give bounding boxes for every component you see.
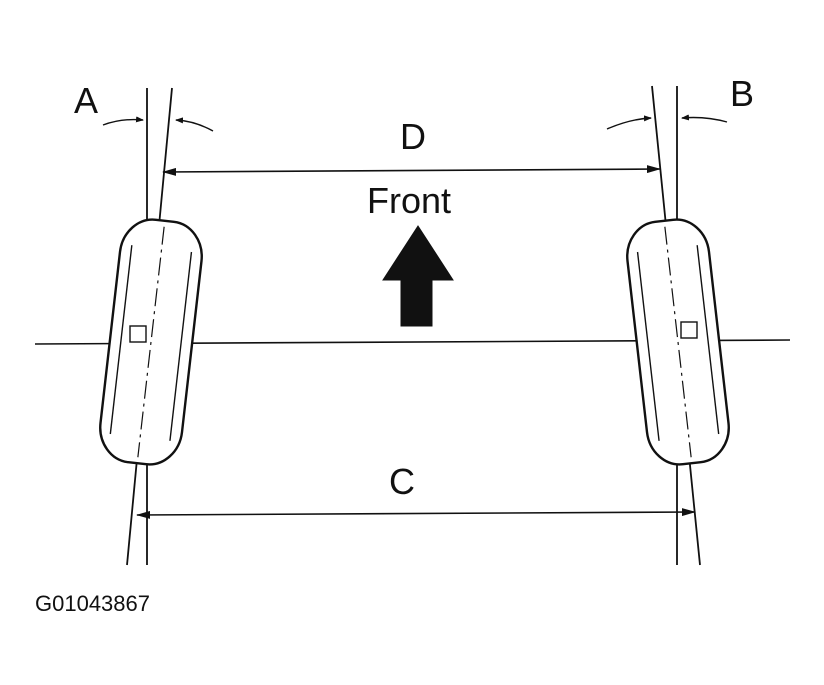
label-b: B <box>730 73 754 114</box>
angle-a-indicator <box>102 116 214 132</box>
right-right-angle-mark <box>680 321 698 339</box>
figure-code: G01043867 <box>35 591 150 616</box>
dimension-d-line <box>162 165 661 176</box>
angle-b-indicator <box>606 114 728 130</box>
label-c: C <box>389 461 415 502</box>
left-right-angle-mark <box>129 325 147 343</box>
dimension-c-line <box>136 508 696 519</box>
label-a: A <box>74 80 98 121</box>
label-d: D <box>400 116 426 157</box>
right-wheel <box>626 85 730 566</box>
label-front: Front <box>367 180 451 221</box>
left-wheel <box>99 87 203 566</box>
front-direction-arrow <box>382 225 454 327</box>
